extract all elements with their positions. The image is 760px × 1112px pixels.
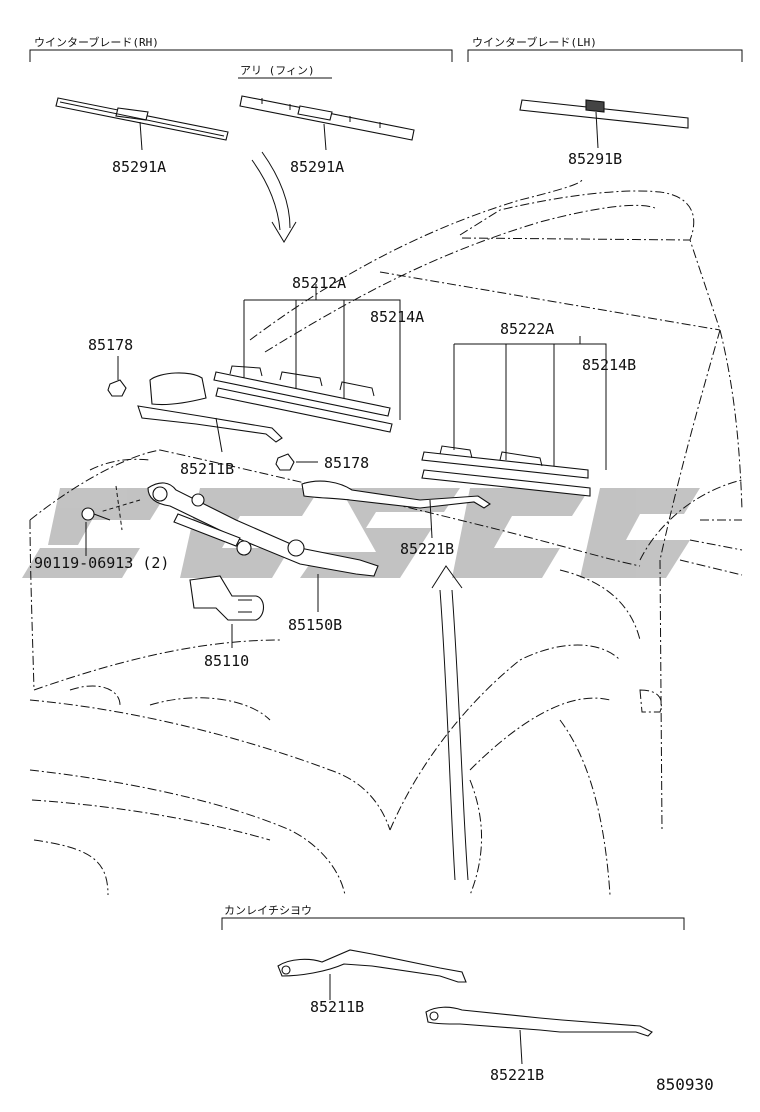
arm-85211B-installed [137, 372, 283, 443]
part-label-85178-a: 85178 [88, 336, 133, 354]
arrow-to-arm-lh [431, 565, 469, 881]
blade-assembly-85212A [213, 299, 401, 433]
part-label-85110: 85110 [204, 652, 249, 670]
part-label-85214B: 85214B [582, 356, 636, 374]
part-label-85291A-right: 85291A [290, 158, 344, 176]
section-label-with-fin: アリ (フィン) [240, 64, 315, 77]
part-label-85221B-cold: 85221B [490, 1066, 544, 1084]
section-bracket-lh [467, 49, 743, 62]
part-label-85211B-cold: 85211B [310, 998, 364, 1016]
part-label-85222A: 85222A [500, 320, 554, 338]
blade-85291A-right [239, 95, 415, 151]
arm-85221B-installed [301, 480, 491, 509]
part-label-85178-b: 85178 [324, 454, 369, 472]
bolt-90119-06913 [81, 507, 111, 556]
linkage-85150B [147, 482, 379, 612]
part-label-85211B: 85211B [180, 460, 234, 478]
arm-85211B-cold [277, 949, 467, 1000]
section-bracket-cold [221, 917, 685, 930]
arrow-to-blade-rh [251, 151, 297, 243]
motor-85110 [189, 575, 265, 648]
section-label-lh: ウインターブレード(LH) [472, 35, 597, 49]
arm-85221B-cold [425, 1006, 653, 1065]
nut-85178-a [107, 379, 127, 397]
section-label-rh: ウインターブレード(RH) [34, 35, 159, 49]
diagram-code: 850930 [656, 1075, 714, 1094]
part-label-85214A: 85214A [370, 308, 424, 326]
blade-85291A-left [55, 97, 229, 151]
part-label-90119-06913: 90119-06913 (2) [34, 554, 169, 572]
blade-assembly-85222A [421, 343, 607, 497]
nut-85178-b [275, 453, 295, 471]
part-label-85291B: 85291B [568, 150, 622, 168]
car-body-outline [29, 179, 743, 896]
part-label-85221B: 85221B [400, 540, 454, 558]
section-bracket-rh [29, 49, 453, 62]
part-label-85150B: 85150B [288, 616, 342, 634]
part-label-85291A-left: 85291A [112, 158, 166, 176]
part-label-85212A: 85212A [292, 274, 346, 292]
leader-lines [99, 284, 581, 539]
blade-85291B [519, 99, 689, 149]
section-label-cold: カンレイチシヨウ [224, 904, 312, 917]
